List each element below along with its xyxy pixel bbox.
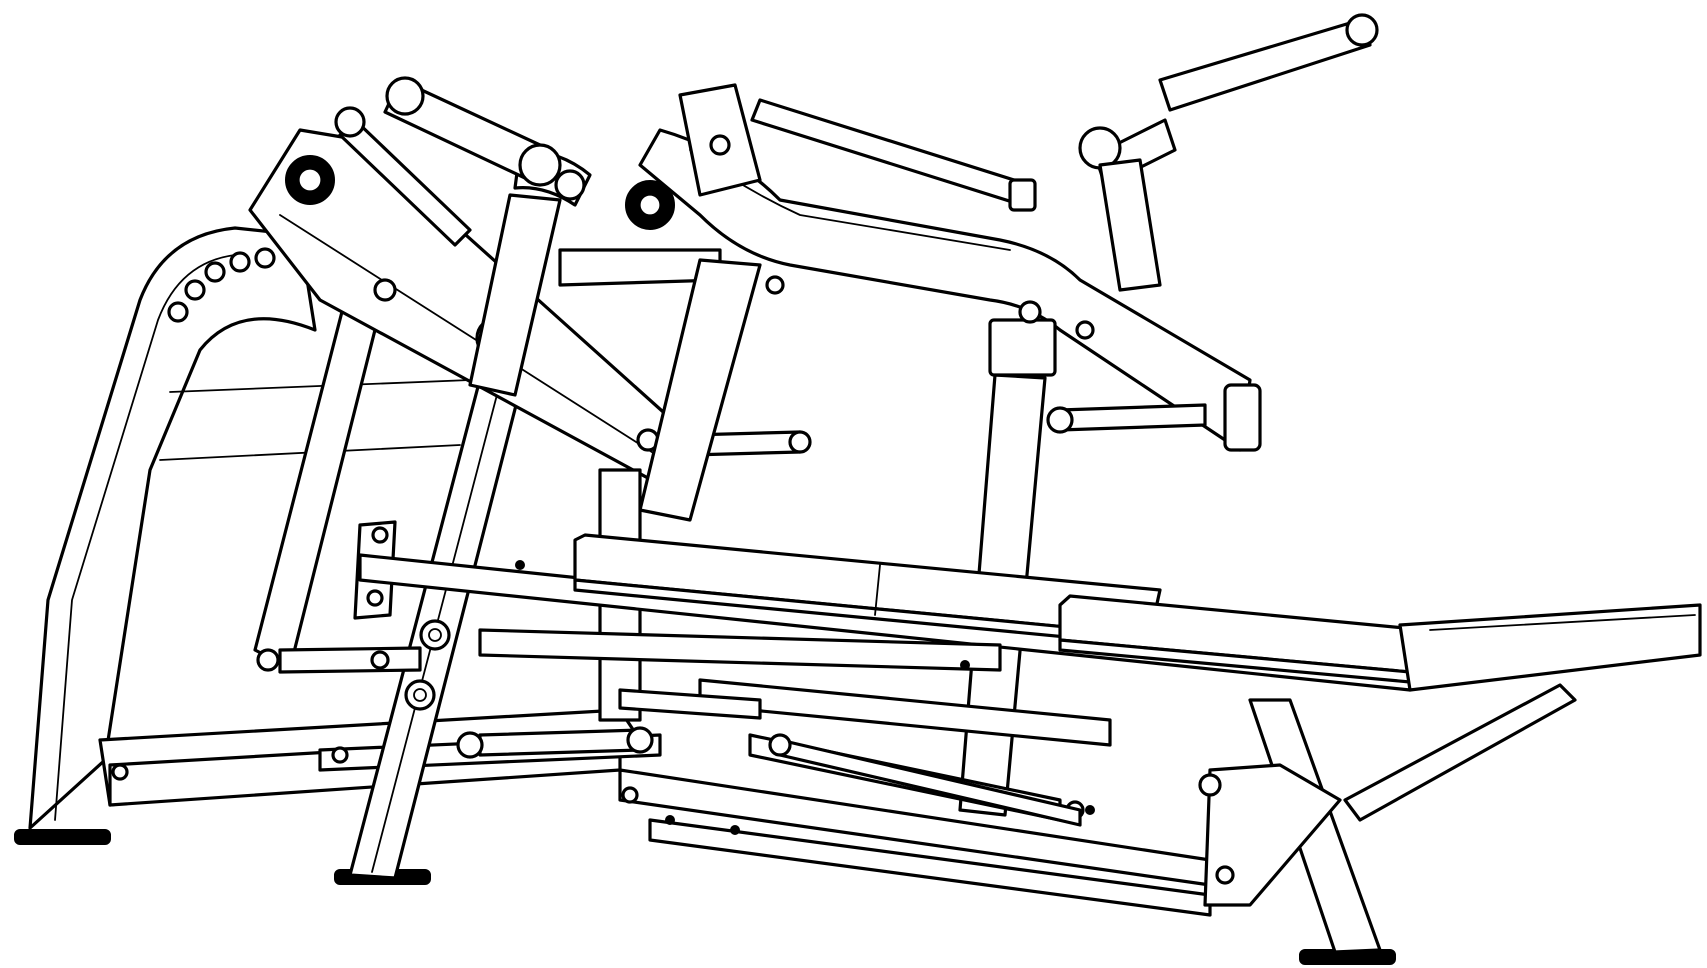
press-arm-assembly: [248, 128, 702, 492]
horizontal-pins: [688, 403, 1207, 457]
floor-feet: [14, 829, 1396, 965]
lower-linkage-rods: [456, 688, 1082, 827]
arch-hole-row: [167, 247, 276, 323]
foot-rest: [1343, 603, 1702, 822]
front-left-leg: [348, 358, 527, 880]
bench-back-pad: [573, 533, 1162, 647]
pivot-hub-right: [625, 83, 762, 230]
upper-linkage-rod: [750, 98, 1037, 212]
left-grip-handle[interactable]: [334, 76, 562, 247]
fastener-bolts: [515, 560, 1095, 835]
rear-swing-arm: [253, 298, 422, 674]
right-grip-handle[interactable]: [1078, 13, 1379, 292]
front-right-leg: [1198, 698, 1382, 954]
pivot-hub-left: [285, 155, 335, 205]
